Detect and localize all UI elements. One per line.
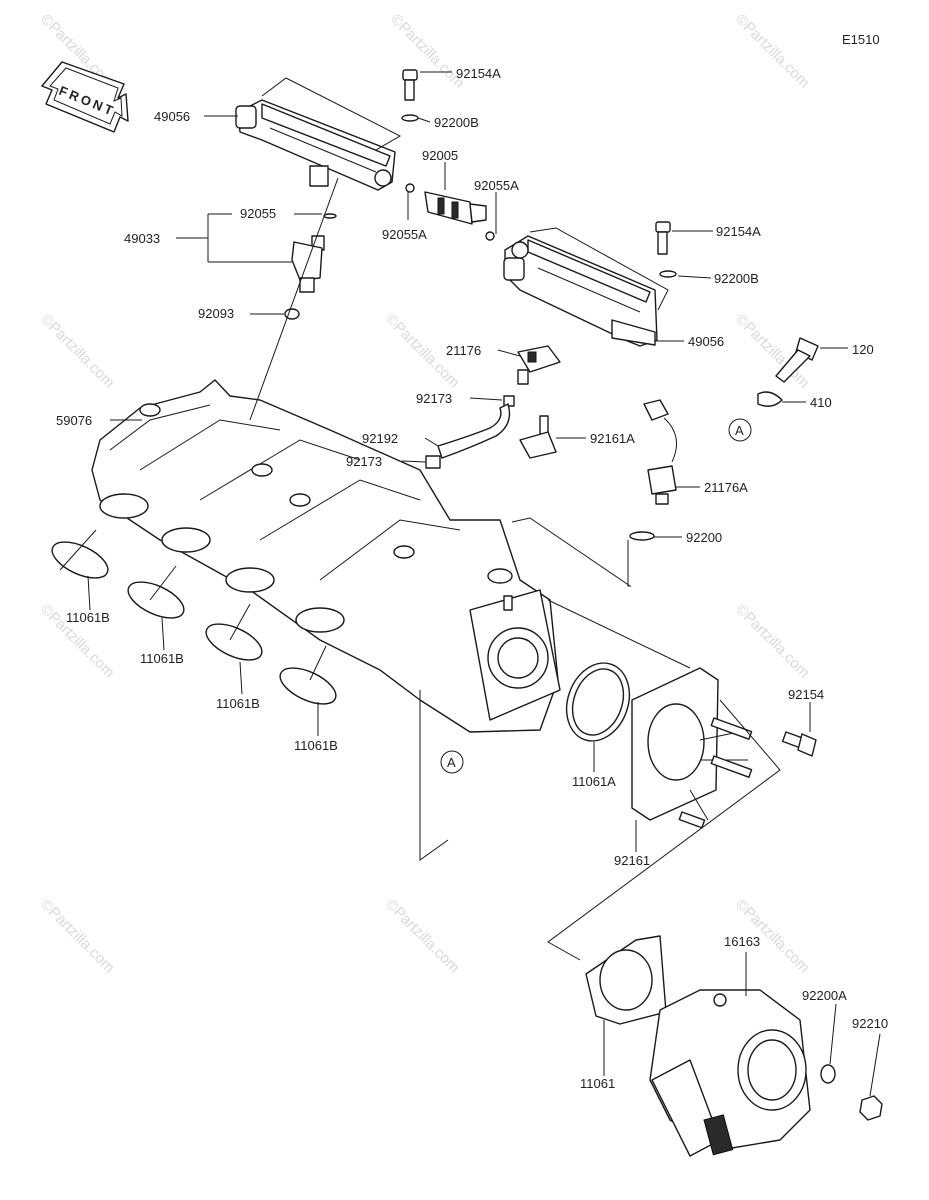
nut-92210 [859, 1095, 883, 1121]
part-label: 92005 [422, 148, 458, 163]
part-label: 92055 [240, 206, 276, 221]
part-label: 92200A [802, 988, 847, 1003]
connector-92005 [424, 191, 487, 225]
washer-92200B-mid [659, 270, 677, 278]
bolt-92154A-mid [655, 221, 671, 255]
part-label: 92161A [590, 431, 635, 446]
throttle-body-16163 [649, 989, 811, 1157]
part-label: 92154A [456, 66, 501, 81]
bolt-92154A-top [402, 69, 418, 101]
gasket-11061 [585, 935, 667, 1025]
sensor-21176A [643, 399, 677, 505]
part-label: 92200 [686, 530, 722, 545]
ring-11061A [565, 662, 631, 742]
part-label: 120 [852, 342, 874, 357]
washer-92200 [629, 531, 655, 541]
clamp-92173-bottom [425, 455, 441, 469]
part-label: 11061B [216, 696, 260, 711]
leader-lines [59, 71, 881, 1097]
fuel-rail-right [503, 235, 658, 347]
front-arrow-icon: FRONT [41, 61, 129, 133]
reference-a-right: A [728, 418, 752, 442]
watermark: ©Partzilla.com [382, 896, 463, 977]
part-label: 92200B [434, 115, 479, 130]
washer-410 [757, 391, 783, 407]
seals-11061B [51, 541, 337, 705]
part-label: 21176A [704, 480, 748, 495]
part-label: 92161 [614, 853, 650, 868]
ref-mark-a: A [447, 755, 456, 770]
part-label: 11061B [140, 651, 184, 666]
part-label: 49056 [154, 109, 190, 124]
part-label: 92210 [852, 1016, 888, 1031]
intake-manifold-59076 [91, 379, 561, 733]
part-label: 49033 [124, 231, 160, 246]
hose-92192 [437, 403, 511, 459]
part-label: 92200B [714, 271, 759, 286]
part-label: 92055A [382, 227, 427, 242]
part-label: 11061B [294, 738, 338, 753]
watermark: ©Partzilla.com [37, 896, 118, 977]
ref-mark-a: A [735, 423, 744, 438]
part-label: 21176 [446, 343, 481, 358]
watermark: ©Partzilla.com [37, 311, 118, 392]
watermark: ©Partzilla.com [732, 11, 813, 92]
part-label: 410 [810, 395, 832, 410]
fuel-rail-left [235, 99, 396, 191]
o-ring-92055A-right [485, 231, 495, 241]
part-label: 92154 [788, 687, 824, 702]
part-label: 92055A [474, 178, 519, 193]
bolt-92154 [781, 731, 817, 757]
diagram-code: E1510 [842, 32, 880, 47]
part-label: 11061A [572, 774, 616, 789]
part-label: 59076 [56, 413, 92, 428]
part-label: 11061 [580, 1076, 615, 1091]
washer-92200B-top [401, 114, 419, 122]
part-label: 92173 [416, 391, 452, 406]
sensor-21176 [517, 345, 561, 385]
part-labels: 92154A 49056 92200B 92005 92055A 92055 9… [56, 66, 888, 1091]
part-label: 92192 [362, 431, 398, 446]
bolt-120 [775, 337, 819, 383]
part-label: 49056 [688, 334, 724, 349]
part-label: 92173 [346, 454, 382, 469]
adapter-plate-92161 [631, 667, 753, 829]
part-label: 92093 [198, 306, 234, 321]
part-label: 92154A [716, 224, 761, 239]
o-ring-92055A-left [405, 183, 415, 193]
watermark: ©Partzilla.com [732, 601, 813, 682]
fitting-92161A [519, 415, 557, 459]
part-label: 16163 [724, 934, 760, 949]
part-label: 11061B [66, 610, 110, 625]
reference-a-bottom: A [440, 750, 464, 774]
washer-92200A [820, 1064, 836, 1084]
injector-49033 [284, 213, 337, 320]
